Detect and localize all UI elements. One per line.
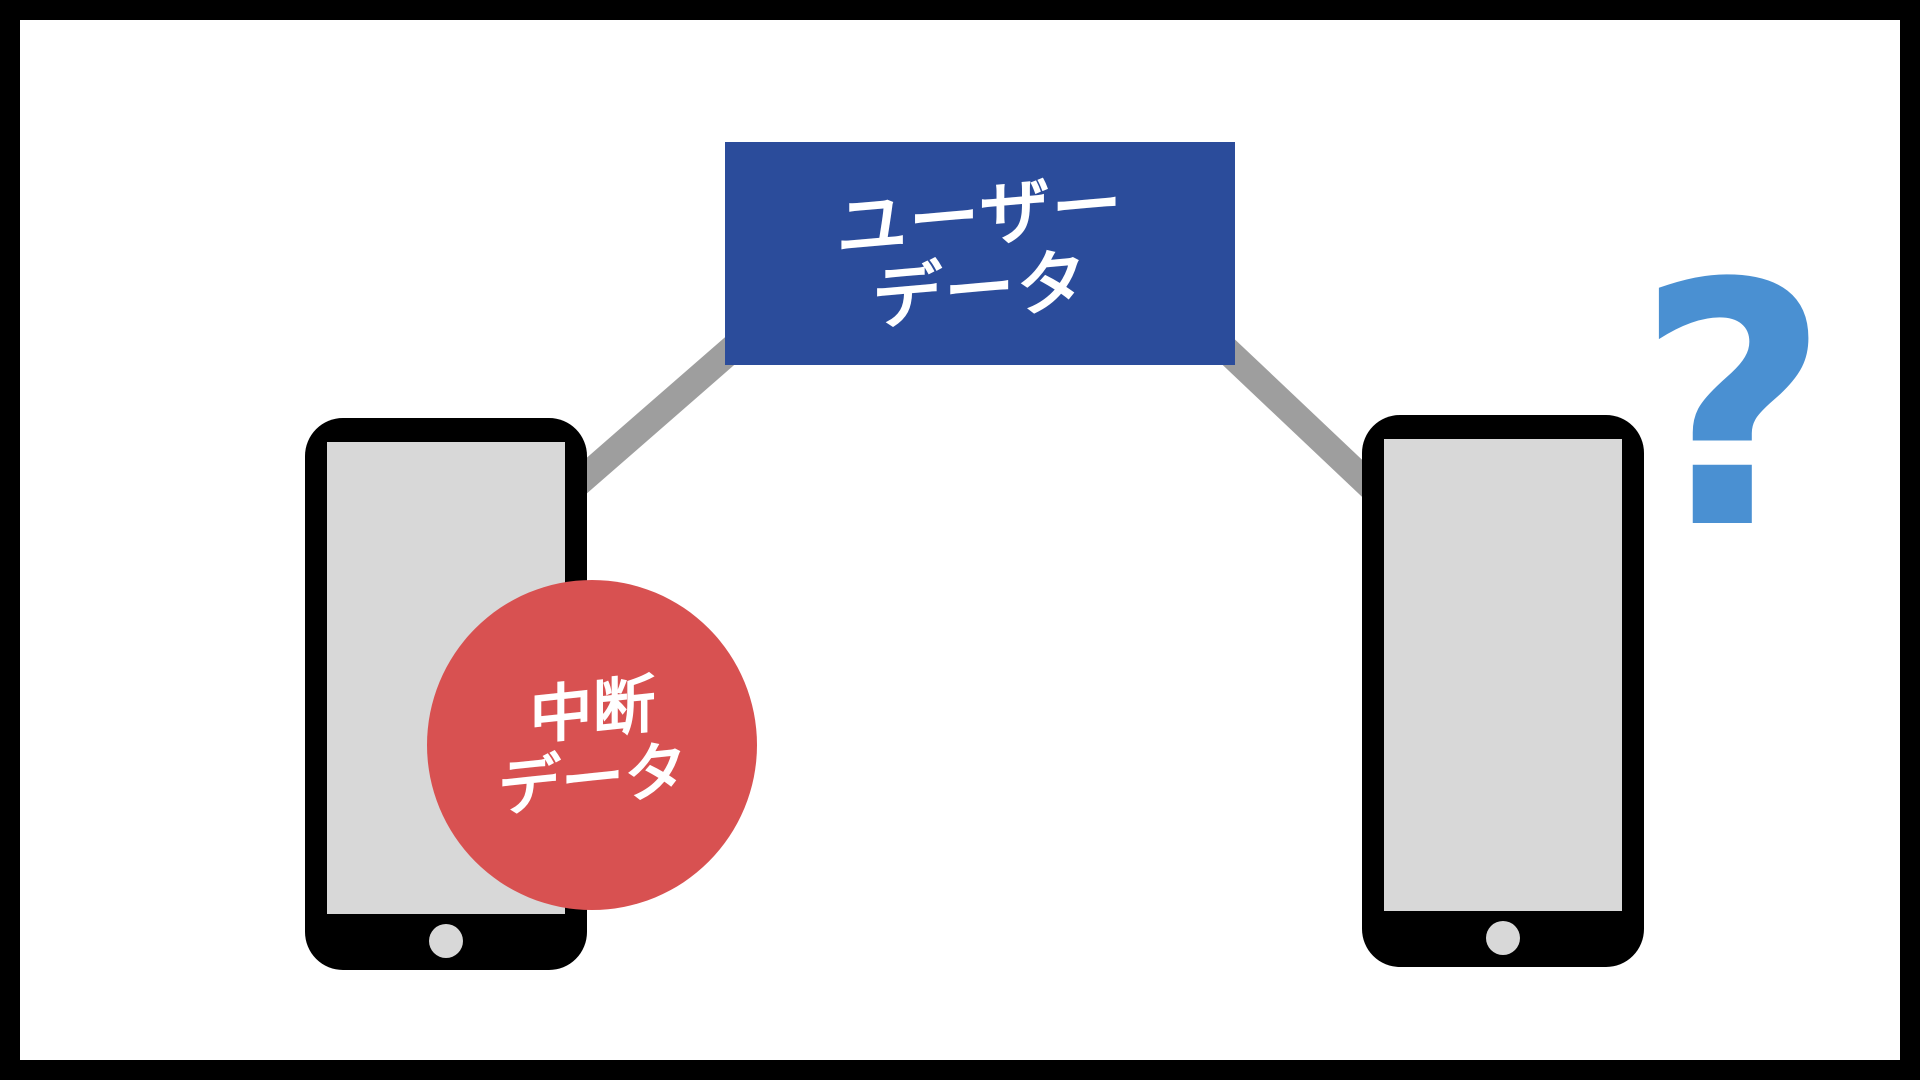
question-mark-icon: ? (1635, 213, 1831, 603)
smartphone-right-home-button-icon (1486, 921, 1520, 955)
interrupt-data-badge: 中断 データ (427, 580, 757, 910)
connector-right-line (1208, 332, 1395, 510)
interrupt-data-label: 中断 データ (498, 666, 687, 826)
smartphone-right-screen (1384, 439, 1622, 911)
connector-left-line (559, 331, 749, 503)
connector-lines (559, 331, 1395, 510)
smartphone-left-home-button-icon (429, 924, 463, 958)
diagram-canvas: ユーザー データ 中断 データ ? (20, 20, 1900, 1060)
user-data-label: ユーザー データ (837, 163, 1124, 341)
user-data-box: ユーザー データ (725, 142, 1235, 365)
smartphone-right-icon (1362, 415, 1644, 967)
